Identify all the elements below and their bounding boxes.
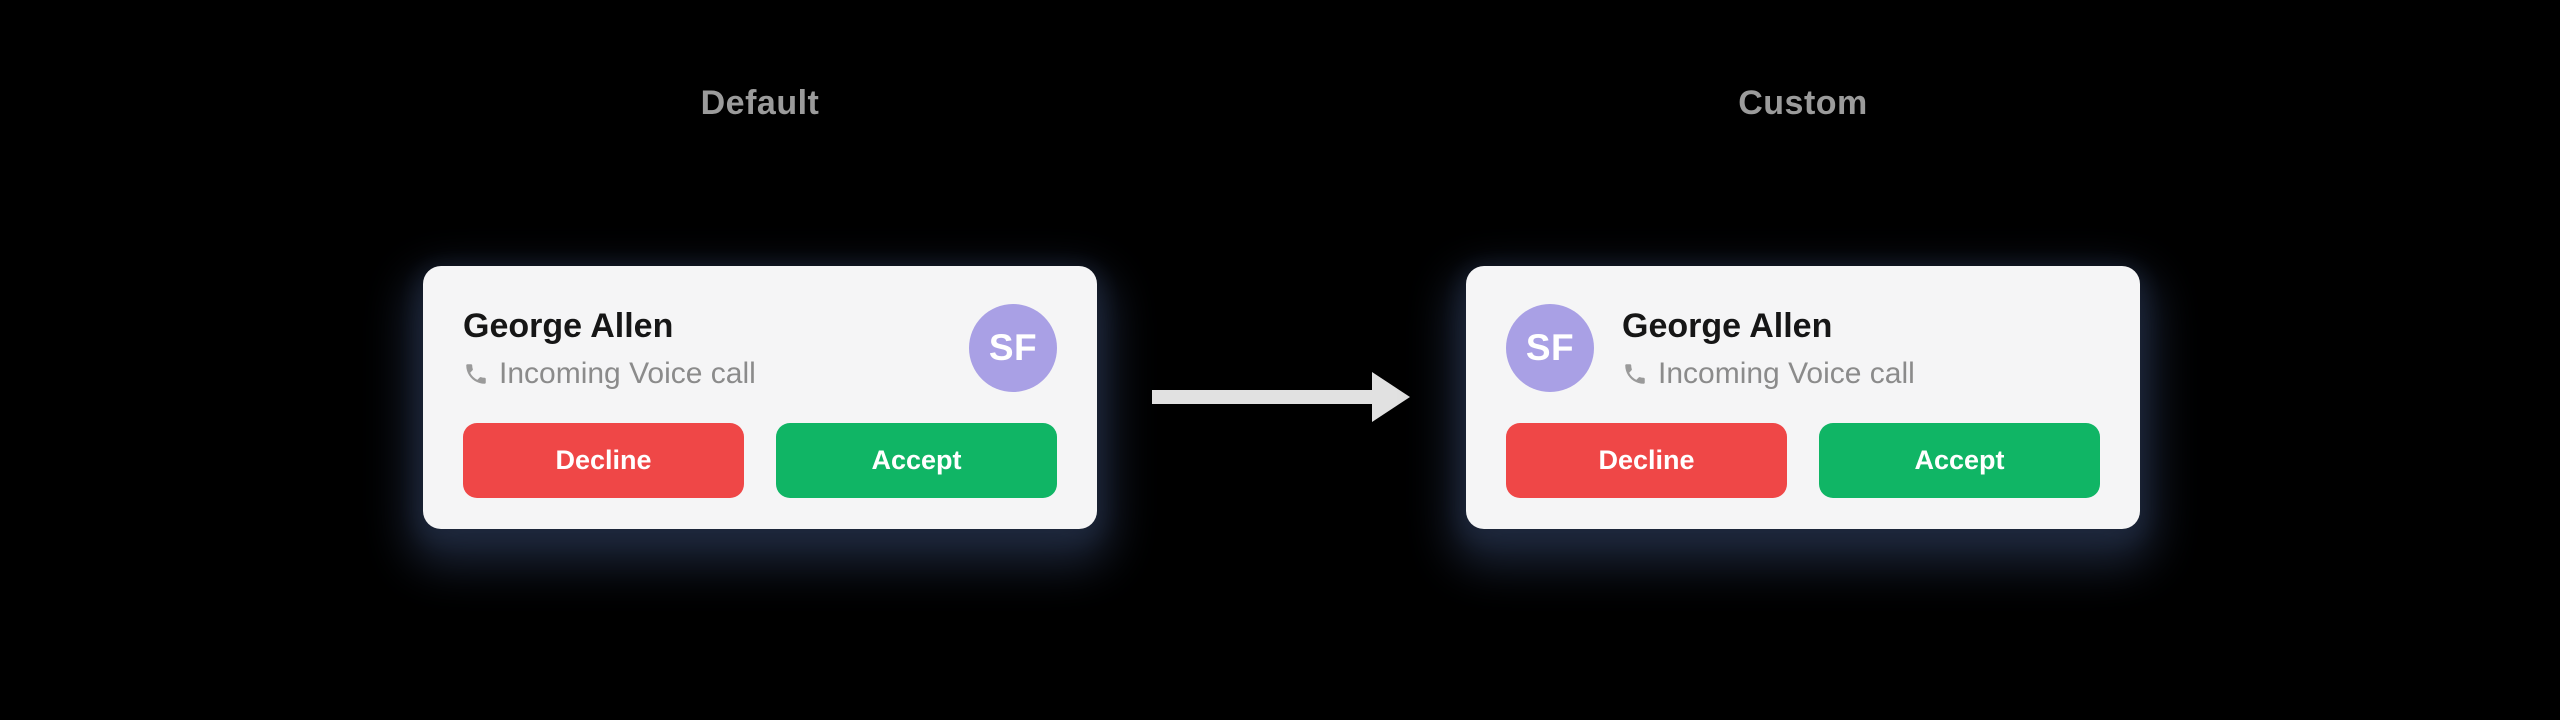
accept-button[interactable]: Accept [776, 423, 1057, 498]
accept-button[interactable]: Accept [1819, 423, 2100, 498]
decline-button[interactable]: Decline [1506, 423, 1787, 498]
decline-button-label: Decline [555, 445, 652, 475]
caller-name: George Allen [463, 307, 674, 345]
avatar-initials: SF [1525, 327, 1575, 368]
card-header: George Allen Incoming Voice call SF [463, 304, 1057, 392]
decline-button-label: Decline [1598, 445, 1695, 475]
caller-avatar: SF [1506, 304, 1594, 392]
panel-label-default: Default [700, 84, 820, 122]
arrow-head [1372, 372, 1410, 422]
phone-icon [1625, 364, 1645, 384]
caller-block: George Allen Incoming Voice call [463, 304, 756, 392]
decline-button[interactable]: Decline [463, 423, 744, 498]
call-type-row: Incoming Voice call [463, 356, 756, 392]
call-type-row: Incoming Voice call [1622, 356, 1915, 392]
caller-name: George Allen [1622, 307, 1833, 345]
avatar-initials: SF [988, 327, 1038, 368]
incoming-call-card-custom: SF George Allen Incoming Voice call Decl… [1466, 266, 2140, 529]
call-action-row: Decline Accept [463, 423, 1057, 498]
caller-avatar: SF [969, 304, 1057, 392]
phone-icon [466, 364, 486, 384]
arrow-bar [1152, 390, 1372, 404]
arrow-right-icon [1152, 372, 1410, 422]
accept-button-label: Accept [1914, 445, 2005, 475]
call-action-row: Decline Accept [1506, 423, 2100, 498]
call-type-label: Incoming Voice call [1658, 357, 1915, 390]
panel-label-custom: Custom [1738, 84, 1868, 122]
incoming-call-card-default: George Allen Incoming Voice call SF Decl… [423, 266, 1097, 529]
call-type-label: Incoming Voice call [499, 357, 756, 390]
card-header: SF George Allen Incoming Voice call [1506, 304, 2100, 392]
accept-button-label: Accept [871, 445, 962, 475]
caller-block: George Allen Incoming Voice call [1622, 304, 1915, 392]
